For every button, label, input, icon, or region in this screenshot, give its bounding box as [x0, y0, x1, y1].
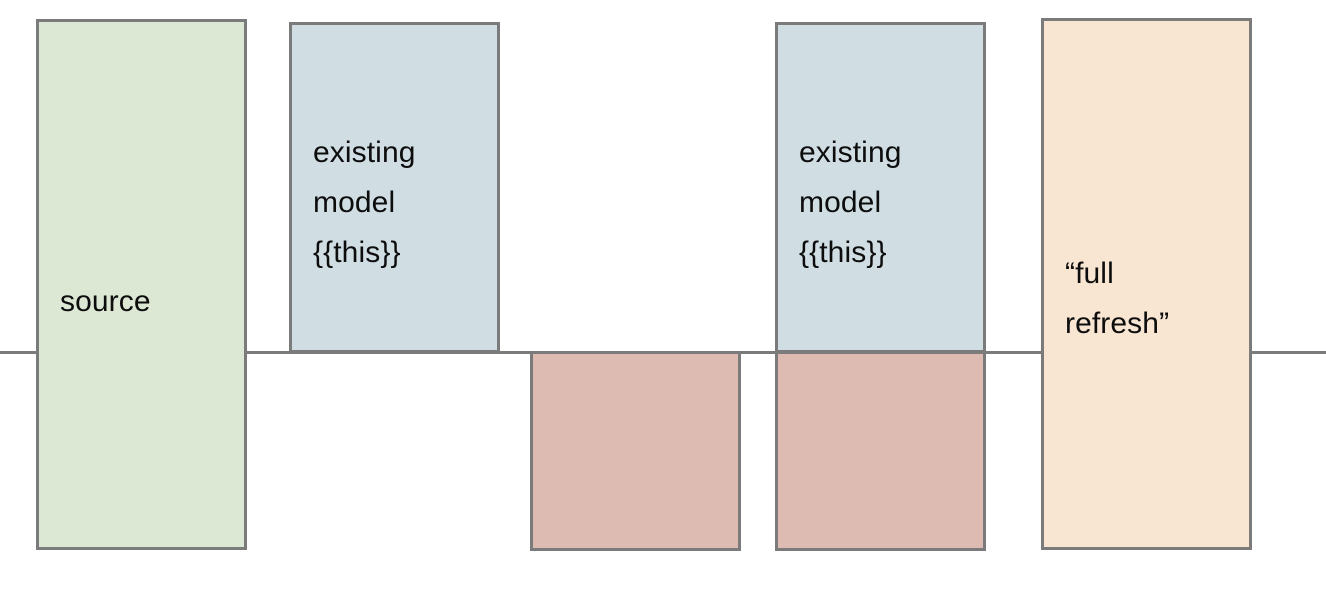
block-existing-model-2-label: existing model {{this}} [799, 136, 902, 269]
block-new-records-2[interactable]: new records [775, 351, 986, 551]
block-full-refresh-label: “full refresh” [1065, 257, 1170, 340]
block-existing-model-1[interactable]: existing model {{this}} [289, 22, 500, 353]
block-new-records-1[interactable]: new records [530, 351, 741, 551]
block-full-refresh[interactable]: “full refresh” [1041, 18, 1252, 550]
block-source[interactable]: source [36, 19, 247, 550]
block-source-label: source [60, 285, 151, 318]
block-existing-model-1-label: existing model {{this}} [313, 136, 416, 269]
block-existing-model-2[interactable]: existing model {{this}} [775, 22, 986, 353]
